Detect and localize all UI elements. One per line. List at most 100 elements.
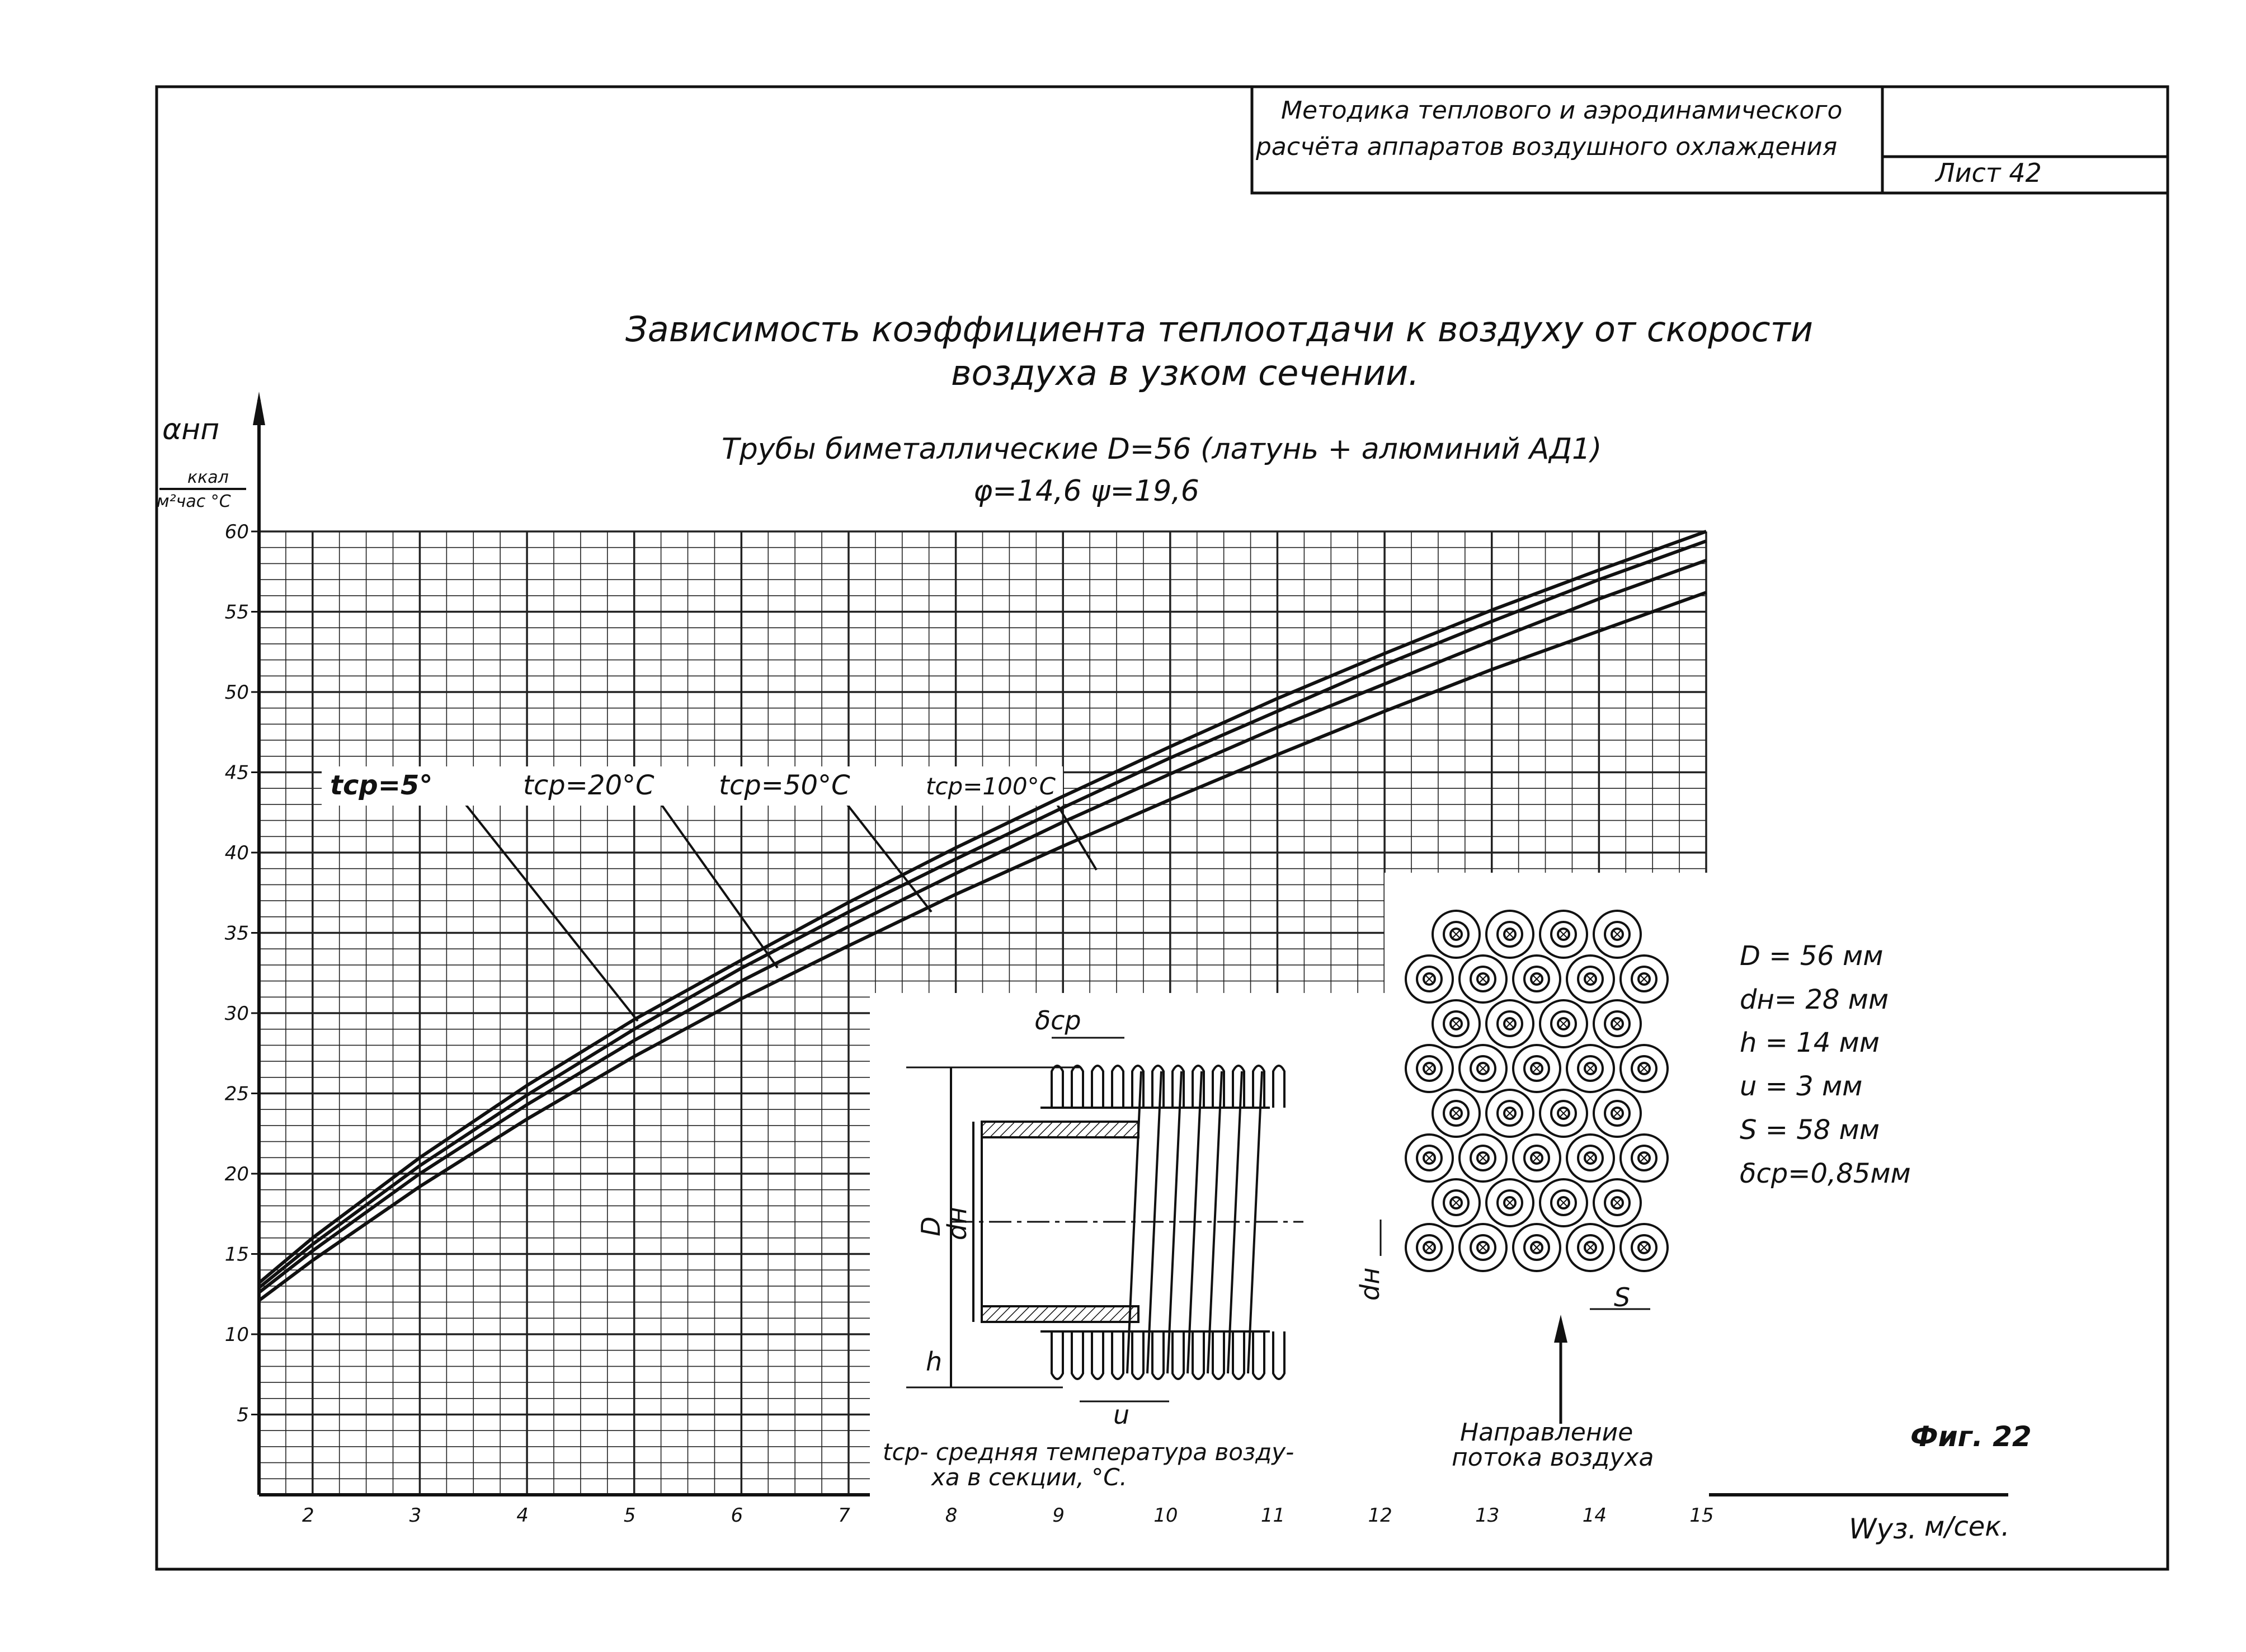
tube-circle (1577, 1145, 1604, 1171)
fin-bottom (1091, 1331, 1104, 1380)
leader-t20-diagonal (659, 802, 779, 969)
tube-cross (1425, 1154, 1434, 1162)
tube-fin-circle (1458, 954, 1508, 1004)
tube-core (1637, 972, 1651, 986)
tube-cross (1532, 975, 1541, 983)
tube-fin-circle (1512, 1044, 1561, 1093)
tube-fin-circle (1539, 910, 1588, 959)
y-axis-symbol: αнп (162, 413, 219, 446)
y-axis-arrow (253, 392, 265, 425)
tube-fin-circle (1539, 999, 1588, 1048)
tube-circle (1523, 1055, 1550, 1082)
flow-line2: потока воздуха (1452, 1443, 1654, 1472)
fin-top (1091, 1065, 1104, 1108)
series-line-4 (258, 591, 1707, 1302)
fin-bottom (1252, 1331, 1265, 1380)
tube-cross (1559, 1109, 1568, 1118)
y-tick-label: 5 (237, 1404, 249, 1427)
tube-circle (1443, 1189, 1470, 1216)
fin-bottom (1051, 1331, 1064, 1380)
tube-cross (1640, 1154, 1649, 1162)
tube-fin-circle (1619, 954, 1669, 1004)
tube-circle (1496, 921, 1523, 948)
tube-circle (1416, 966, 1443, 992)
tube-core (1449, 1196, 1463, 1209)
note-line2: ха в секции, °С. (930, 1463, 1127, 1491)
tube-fin-circle (1432, 910, 1481, 959)
tube-cross (1613, 930, 1622, 939)
x-tick-label: 8 (945, 1504, 958, 1527)
tube-cross (1425, 1243, 1434, 1252)
y-tick-label: 60 (225, 521, 249, 543)
x-tick-label: 9 (1052, 1504, 1065, 1527)
tube-cross (1640, 1064, 1649, 1073)
fin-top (1232, 1065, 1245, 1108)
x-tick-label: 2 (302, 1504, 314, 1527)
tube-core (1449, 1017, 1463, 1030)
tube-wall-bottom (981, 1305, 1140, 1323)
tube-circle (1470, 1145, 1496, 1171)
stamp-title-line1: Методика теплового и аэродинамического (1281, 96, 1842, 125)
parameters-list: D = 56 мм dн= 28 мм h = 14 мм u = 3 мм S… (1740, 940, 1911, 1189)
tube-fin-circle (1405, 954, 1454, 1004)
tube-fin-circle (1485, 910, 1534, 959)
tube-cross (1640, 1243, 1649, 1252)
series-line-1 (258, 530, 1707, 1284)
tube-cross (1532, 1064, 1541, 1073)
tube-core (1449, 928, 1463, 941)
fin-bottom (1192, 1331, 1205, 1380)
delta-label: δср (1035, 1005, 1081, 1036)
fin-bottom (1212, 1331, 1225, 1380)
x-tick-label: 3 (409, 1504, 422, 1527)
tube-fin-circle (1432, 1089, 1481, 1138)
tube-circle (1496, 1189, 1523, 1216)
leader-t100-diagonal (1055, 802, 1098, 871)
x-tick-label: 14 (1583, 1504, 1607, 1527)
tube-core (1584, 1151, 1597, 1165)
tube-core (1503, 1196, 1517, 1209)
tube-core (1503, 1017, 1517, 1030)
x-tick-label: 12 (1368, 1504, 1392, 1527)
tube-circle (1443, 1100, 1470, 1127)
tube-cross (1505, 1198, 1514, 1207)
tube-core (1476, 1062, 1490, 1075)
x-tick-label: 5 (624, 1504, 636, 1527)
tube-wall-top (981, 1121, 1140, 1138)
x-tick-label: 11 (1261, 1504, 1285, 1527)
tube-cross (1532, 1243, 1541, 1252)
tube-fin-circle (1619, 1044, 1669, 1093)
chart-subtitle-1: Трубы биметаллические D=56 (латунь + алю… (722, 432, 1602, 466)
series-line-3 (258, 558, 1707, 1294)
tube-core (1423, 1151, 1436, 1165)
dim-D-label: D (916, 1217, 946, 1236)
tube-circle (1496, 1010, 1523, 1037)
tube-core (1611, 928, 1624, 941)
title-block: Методика теплового и аэродинамического р… (1250, 85, 2169, 195)
tube-fin-circle (1458, 1133, 1508, 1183)
x-tick-label: 13 (1475, 1504, 1499, 1527)
tube-cross (1613, 1198, 1622, 1207)
curve-label-t20: tср=20°С (523, 770, 655, 801)
tube-cross (1452, 1019, 1461, 1028)
x-tick-label: 6 (731, 1504, 743, 1527)
x-tick-label: 7 (838, 1504, 850, 1527)
tube-fin-circle (1593, 910, 1642, 959)
param-u: u = 3 мм (1740, 1071, 1862, 1102)
tube-cross (1586, 1154, 1595, 1162)
tube-circle (1604, 1010, 1631, 1037)
fin-helix (1247, 1071, 1263, 1374)
chart-title-line2: воздуха в узком сечении. (951, 352, 1419, 393)
tube-fin-circle (1593, 1178, 1642, 1227)
tube-fin-circle (1512, 1223, 1561, 1272)
y-axis-unit-top: ккал (187, 468, 229, 487)
fin-helix (1126, 1071, 1142, 1374)
tube-cross (1559, 930, 1568, 939)
fin-top (1252, 1065, 1265, 1108)
fin-bottom (1151, 1331, 1165, 1380)
tube-core (1503, 928, 1517, 941)
tube-core (1423, 972, 1436, 986)
tube-cross (1613, 1019, 1622, 1028)
tube-circle (1631, 966, 1658, 992)
x-axis-symbol: Wуз. (1849, 1513, 1917, 1545)
